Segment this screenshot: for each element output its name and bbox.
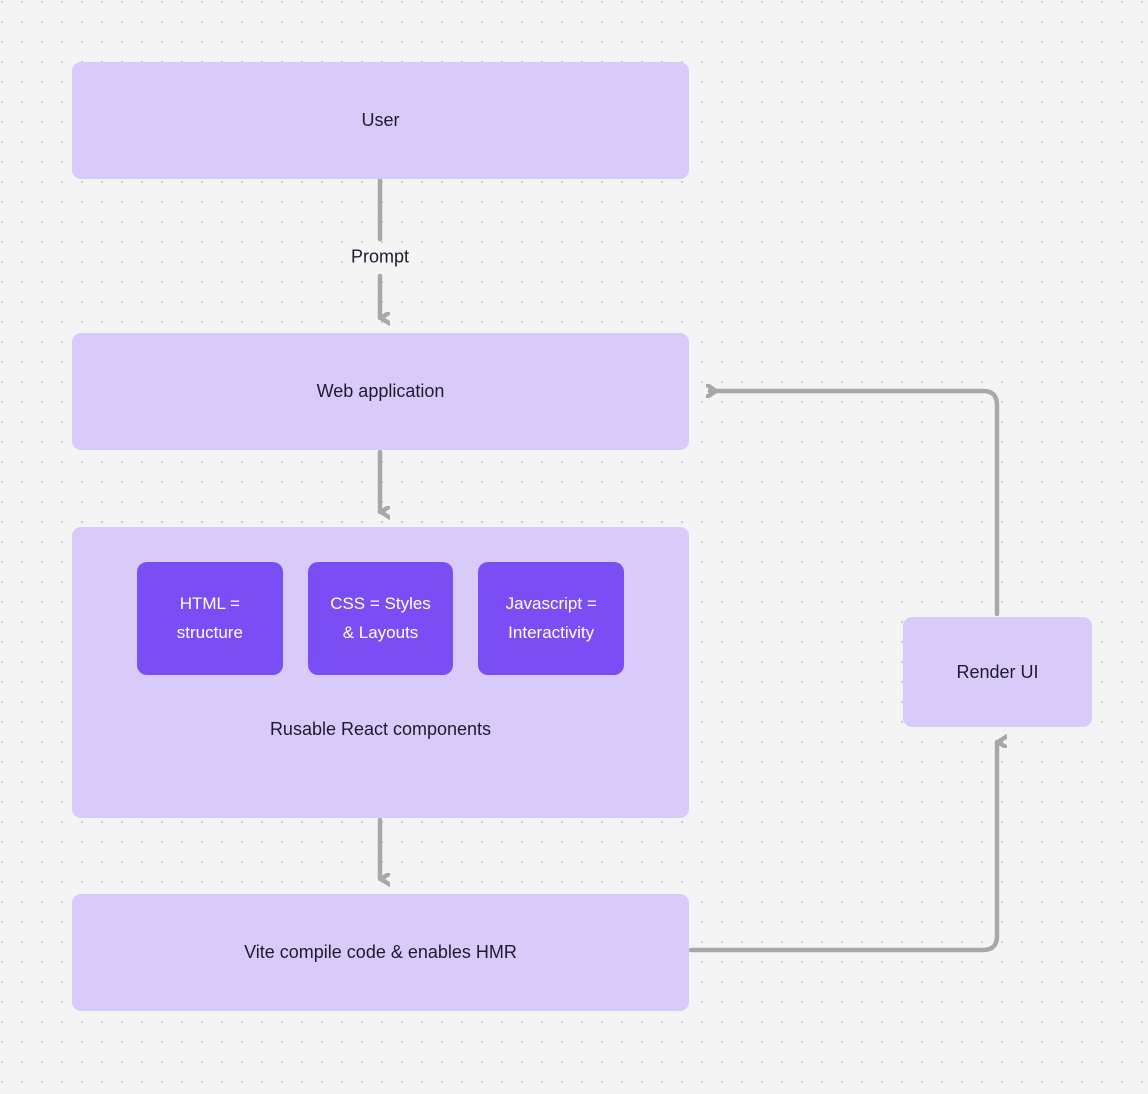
edge-label-prompt: Prompt [343,244,417,270]
sub-node-html[interactable]: HTML = structure [137,562,283,675]
node-web-application[interactable]: Web application [72,333,689,450]
sub-node-row: HTML = structure CSS = Styles & Layouts … [137,562,625,675]
node-react-components[interactable]: HTML = structure CSS = Styles & Layouts … [72,527,689,818]
edge-vite-to-render [688,742,997,953]
sub-node-css[interactable]: CSS = Styles & Layouts [307,562,454,675]
node-web-application-label: Web application [316,381,445,402]
node-render-ui-label: Render UI [956,661,1039,682]
node-react-components-label: Rusable React components [269,719,492,739]
sub-node-javascript-label: Javascript = Interactivity [505,593,597,642]
node-vite-label: Vite compile code & enables HMR [244,942,517,963]
node-vite[interactable]: Vite compile code & enables HMR [72,894,689,1011]
sub-node-css-label: CSS = Styles & Layouts [330,593,431,642]
sub-node-html-label: HTML = structure [176,593,243,642]
node-user-label: User [361,110,400,131]
node-render-ui[interactable]: Render UI [903,617,1092,727]
edge-render-to-webapp [710,391,1000,617]
node-user[interactable]: User [72,62,689,179]
sub-node-javascript[interactable]: Javascript = Interactivity [478,562,625,675]
